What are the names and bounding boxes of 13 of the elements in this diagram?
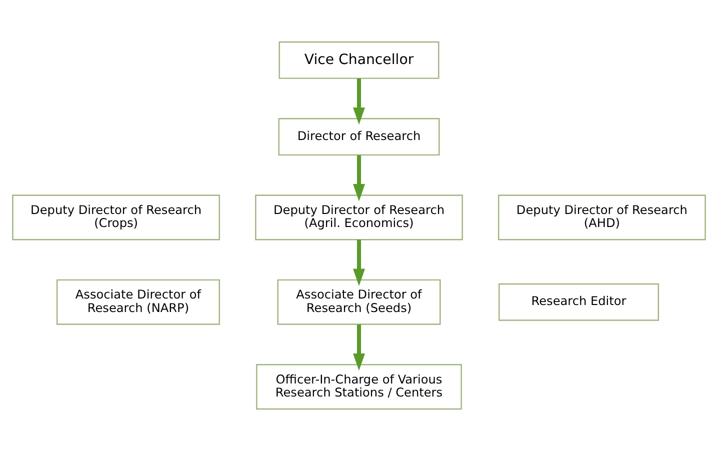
node-box: Research Editor [498,282,659,320]
node-box: Deputy Director of Research (Agril. Economics) [255,194,463,240]
node-box: Director of Research [278,118,440,156]
node-box: Vice Chancellor [278,40,440,78]
node-box: Deputy Director of Research (AHD) [498,194,706,240]
node-box: Associate Director of Research (Seeds) [277,278,441,324]
node-box: Deputy Director of Research (Crops) [12,194,220,240]
arrow [352,239,366,286]
arrow [352,154,366,201]
arrow [352,324,366,370]
node-box: Associate Director of Research (NARP) [56,278,220,324]
arrow [352,78,366,124]
node-box: Officer-In-Charge of Various Research Stations / Centers [256,364,462,410]
